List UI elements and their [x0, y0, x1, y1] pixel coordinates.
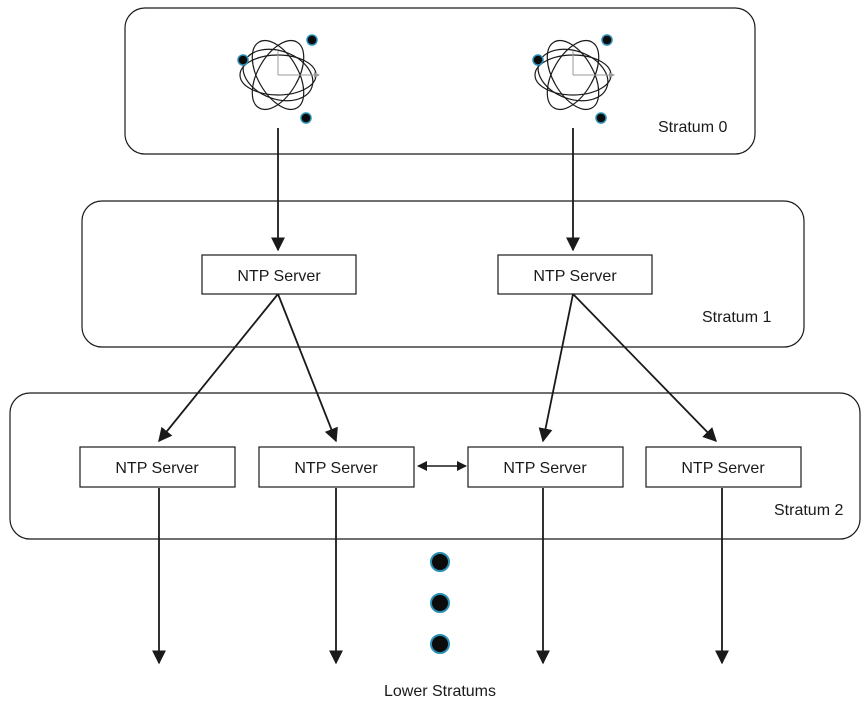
ellipsis-dots-icon	[430, 552, 450, 654]
ntp-server-label: NTP Server	[503, 460, 587, 477]
stratum-0-label: Stratum 0	[658, 119, 727, 136]
ntp-server-node: NTP Server	[467, 446, 624, 488]
ntp-server-node: NTP Server	[201, 254, 357, 295]
arrow-s1-left-to-s2-1	[158, 293, 279, 443]
ntp-server-label: NTP Server	[533, 268, 617, 285]
ntp-server-label: NTP Server	[237, 268, 321, 285]
ntp-server-node: NTP Server	[79, 446, 236, 488]
stratum-1-group	[81, 200, 805, 348]
ntp-server-node: NTP Server	[645, 446, 802, 488]
lower-stratums-label: Lower Stratums	[384, 683, 496, 700]
arrow-s1-right-to-s2-3	[538, 293, 574, 443]
arrow-s1-right-to-s2-4	[572, 293, 717, 443]
stratum-2-label: Stratum 2	[774, 502, 843, 519]
ntp-server-label: NTP Server	[681, 460, 765, 477]
ntp-server-label: NTP Server	[294, 460, 378, 477]
ntp-server-node: NTP Server	[497, 254, 653, 295]
ntp-server-label: NTP Server	[115, 460, 199, 477]
atomic-clock-icon	[237, 34, 320, 124]
stratum-1-label: Stratum 1	[702, 309, 771, 326]
arrow-s1-left-to-s2-2	[277, 293, 338, 443]
ntp-server-node: NTP Server	[258, 446, 415, 488]
